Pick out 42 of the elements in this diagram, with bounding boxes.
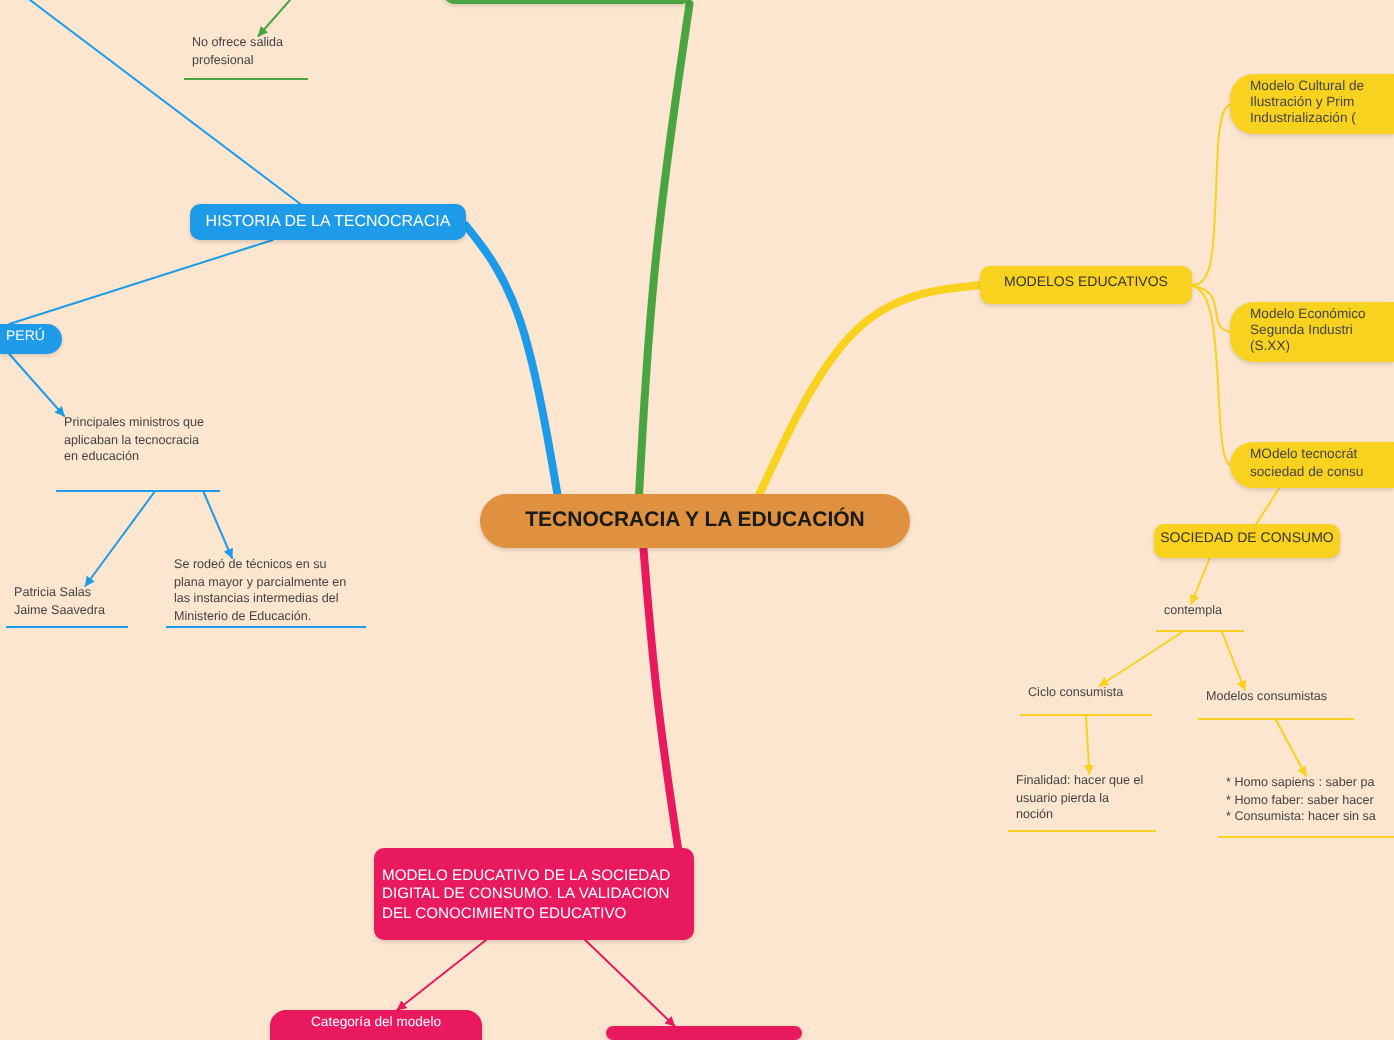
subtopic-box: [1230, 302, 1394, 362]
topic-box: [190, 204, 466, 240]
topic-box: [980, 266, 1192, 304]
connector-line: [8, 239, 274, 325]
arrow: [1083, 715, 1094, 775]
connector-line: [462, 221, 562, 498]
arrow: [1275, 719, 1307, 777]
topic-label: TECNOCRACIA Y LA EDUCACIÓN: [523, 508, 867, 534]
subtopic-box: [1230, 442, 1394, 488]
subtopic-box: [1230, 74, 1394, 134]
note-underline: [1008, 774, 1156, 832]
arrow: [202, 491, 233, 559]
topic-box: [270, 1010, 482, 1040]
connector-line: [755, 281, 984, 498]
arrow: [8, 353, 66, 417]
arrow: [584, 939, 676, 1027]
connector-line: [29, 0, 302, 205]
note-underline: [1156, 604, 1244, 632]
note-underline: [6, 586, 128, 628]
note-underline: [184, 36, 308, 80]
topic-box: [374, 848, 694, 940]
note-underline: [1218, 776, 1394, 838]
note-underline: [1198, 690, 1354, 720]
note-underline: [1020, 686, 1152, 716]
topic-box: [1154, 524, 1340, 558]
arrow: [1221, 631, 1247, 691]
connector-line: [1191, 284, 1231, 466]
empty-topic-box: [606, 1026, 802, 1040]
central-topic-box: [480, 494, 910, 548]
connector-line: [1191, 284, 1231, 333]
connector-line: [639, 544, 682, 852]
topic-label: HISTORIA DE LA TECNOCRACIA: [203, 212, 453, 232]
connector-line: [635, 0, 694, 498]
connector-line: [1255, 487, 1281, 525]
arrow: [84, 491, 156, 587]
arrow: [1098, 631, 1184, 687]
topic-box: [0, 324, 62, 354]
arrow: [1190, 557, 1211, 605]
note-underline: [56, 416, 220, 492]
arrow: [257, 0, 291, 37]
arrow: [396, 939, 487, 1011]
connector-line: [1191, 103, 1231, 286]
